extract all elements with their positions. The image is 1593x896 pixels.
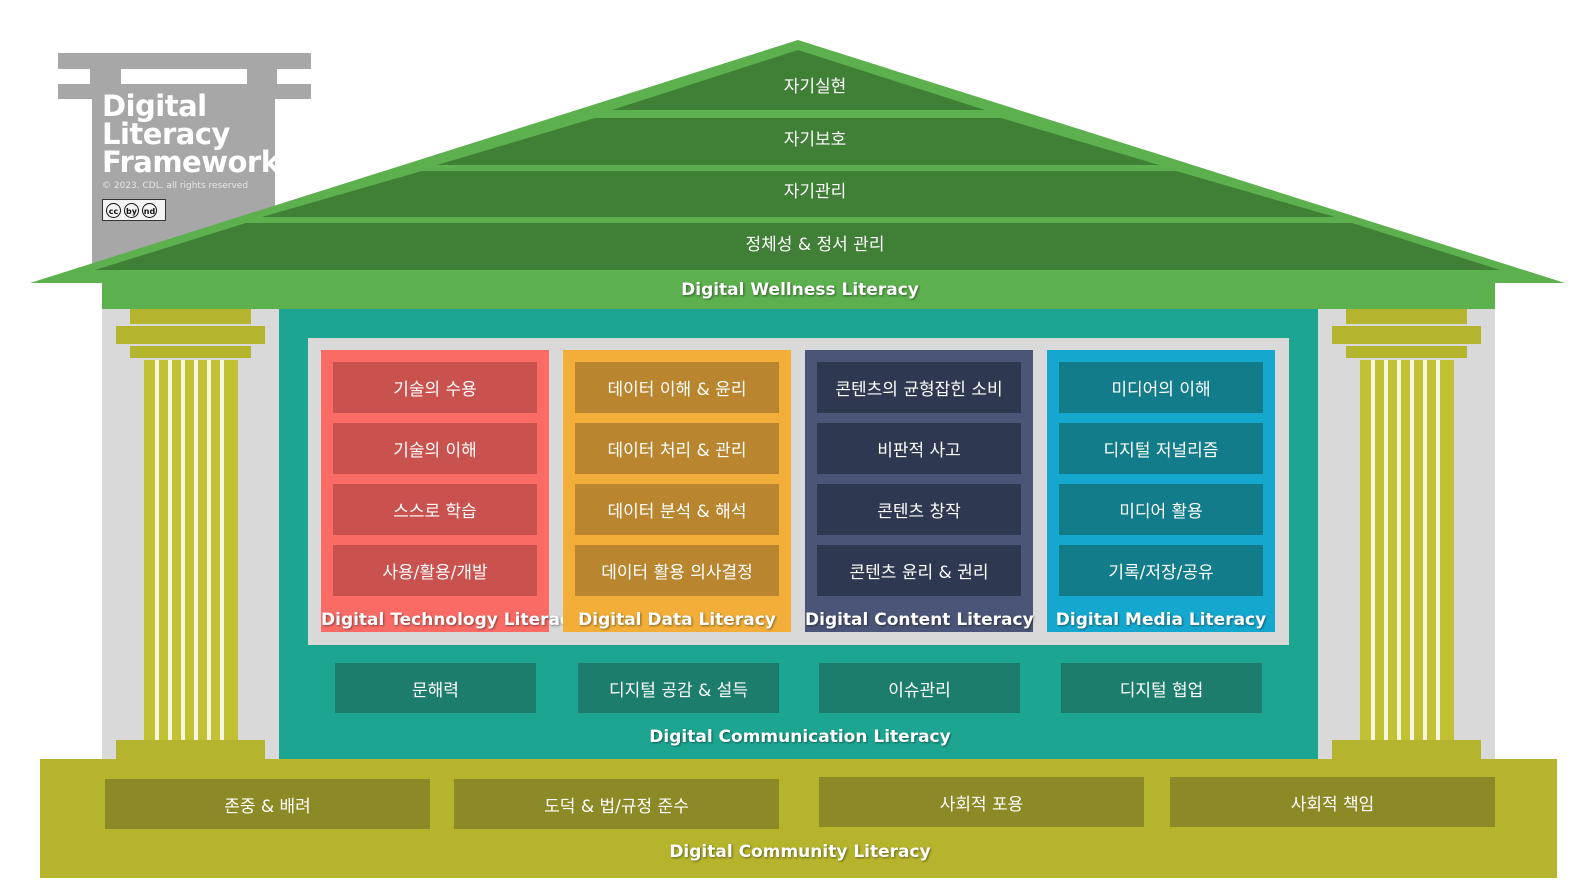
copyright-text: © 2023. CDL. all rights reserved	[102, 181, 249, 191]
roof-tier-self-management: 자기관리	[783, 182, 847, 202]
column-title: Digital Data Literacy	[578, 610, 776, 630]
community-item: 존중 & 배려	[105, 779, 430, 829]
cc-license-badge: cc by nd	[102, 199, 166, 221]
logo-title-line: Framework	[102, 145, 280, 179]
column-title: Digital Content Literacy	[805, 610, 1034, 630]
column-item: 기술의 수용	[333, 362, 537, 413]
column-item: 데이터 활용 의사결정	[575, 545, 779, 596]
column-media: 미디어의 이해 디지털 저널리즘 미디어 활용 기록/저장/공유 Digital…	[1047, 350, 1275, 645]
column-item: 미디어의 이해	[1059, 362, 1263, 413]
right-pillar	[1332, 309, 1481, 760]
column-item: 기술의 이해	[333, 423, 537, 474]
logo-title-line: Literacy	[102, 117, 230, 151]
communication-item: 디지털 협업	[1061, 663, 1262, 713]
column-item: 사용/활용/개발	[333, 545, 537, 596]
communication-item: 디지털 공감 & 설득	[578, 663, 779, 713]
roof-tier-self-protection: 자기보호	[783, 130, 847, 150]
roof	[30, 40, 1565, 309]
column-item: 데이터 이해 & 윤리	[575, 362, 779, 413]
nd-icon: nd	[142, 202, 157, 218]
by-icon: by	[124, 202, 139, 218]
column-item: 스스로 학습	[333, 484, 537, 535]
column-technology: 기술의 수용 기술의 이해 스스로 학습 사용/활용/개발 Digital Te…	[321, 350, 582, 645]
column-item: 비판적 사고	[817, 423, 1021, 474]
roof-tier-self-realization: 자기실현	[783, 77, 847, 97]
column-content: 콘텐츠의 균형잡힌 소비 비판적 사고 콘텐츠 창작 콘텐츠 윤리 & 권리 D…	[805, 350, 1034, 645]
logo-title-line: Digital	[102, 89, 207, 123]
column-title: Digital Media Literacy	[1055, 610, 1267, 630]
column-item: 기록/저장/공유	[1059, 545, 1263, 596]
community-band-label: Digital Community Literacy	[669, 842, 931, 862]
column-item: 데이터 처리 & 관리	[575, 423, 779, 474]
logo-title: Digital Literacy Framework	[102, 89, 282, 179]
roof-tier-identity: 정체성 & 정서 관리	[745, 235, 885, 255]
column-item: 디지털 저널리즘	[1059, 423, 1263, 474]
community-item: 도덕 & 법/규정 준수	[454, 779, 779, 829]
communication-item: 문해력	[335, 663, 536, 713]
community-item: 사회적 책임	[1170, 777, 1495, 827]
communication-item: 이슈관리	[819, 663, 1020, 713]
column-item: 콘텐츠의 균형잡힌 소비	[817, 362, 1021, 413]
column-item: 미디어 활용	[1059, 484, 1263, 535]
column-data: 데이터 이해 & 윤리 데이터 처리 & 관리 데이터 분석 & 해석 데이터 …	[563, 350, 791, 645]
column-item: 콘텐츠 윤리 & 권리	[817, 545, 1021, 596]
left-pillar	[116, 309, 265, 760]
column-item: 콘텐츠 창작	[817, 484, 1021, 535]
column-item: 데이터 분석 & 해석	[575, 484, 779, 535]
community-item: 사회적 포용	[819, 777, 1144, 827]
communication-band-label: Digital Communication Literacy	[649, 727, 951, 747]
wellness-band-label: Digital Wellness Literacy	[681, 280, 919, 300]
column-title: Digital Technology Literacy	[321, 610, 582, 630]
cc-icon: cc	[106, 202, 121, 218]
